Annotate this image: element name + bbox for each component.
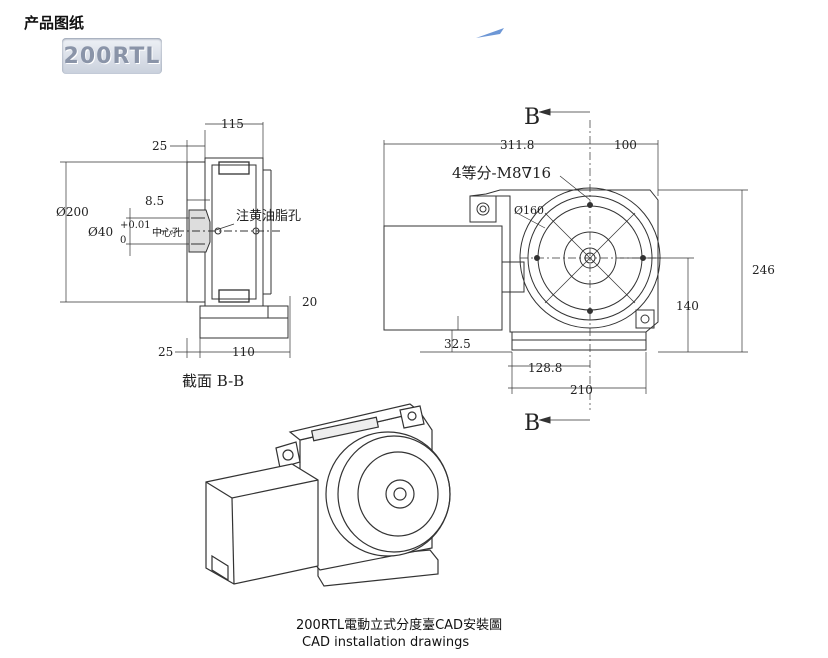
bolt-note: 4等分-M8∇16 bbox=[452, 164, 551, 182]
dim-110: 110 bbox=[232, 345, 255, 359]
top-view bbox=[383, 108, 748, 424]
tolerance-zero: 0 bbox=[120, 235, 126, 246]
label-grease-hole: 注黄油脂孔 bbox=[236, 209, 301, 224]
dim-100: 100 bbox=[614, 138, 637, 152]
dim-20: 20 bbox=[302, 295, 317, 309]
dim-246: 246 bbox=[752, 263, 775, 277]
dim-8-5: 8.5 bbox=[145, 194, 164, 208]
dim-140: 140 bbox=[676, 299, 699, 313]
section-caption: 截面 B-B bbox=[182, 372, 244, 390]
dim-311-8: 311.8 bbox=[500, 138, 534, 152]
dim-128-8: 128.8 bbox=[528, 361, 562, 375]
dim-25-bottom: 25 bbox=[158, 345, 173, 359]
page-heading: 产品图纸 bbox=[24, 14, 85, 32]
section-mark-bottom: B bbox=[524, 411, 540, 436]
dim-32-5: 32.5 bbox=[444, 337, 471, 351]
dim-phi-160: Ø160 bbox=[514, 204, 544, 217]
dim-phi-40: Ø40 bbox=[88, 225, 113, 239]
isometric-view bbox=[205, 403, 451, 587]
dim-25-top: 25 bbox=[152, 139, 167, 153]
model-badge-label: 200RTL bbox=[63, 43, 161, 69]
tolerance-plus: +0.01 bbox=[120, 220, 151, 231]
caption-chinese: 200RTL電動立式分度臺CAD安裝圖 bbox=[296, 618, 503, 633]
caption-english: CAD installation drawings bbox=[302, 635, 470, 650]
model-badge: 200RTL bbox=[62, 38, 162, 74]
label-center-hole: 中心孔 bbox=[152, 226, 182, 239]
dim-115: 115 bbox=[221, 117, 244, 131]
dim-210: 210 bbox=[570, 383, 593, 397]
dim-phi-200: Ø200 bbox=[56, 205, 89, 219]
section-mark-top: B bbox=[524, 105, 540, 130]
section-view bbox=[60, 122, 291, 358]
accent-mark bbox=[476, 28, 504, 38]
